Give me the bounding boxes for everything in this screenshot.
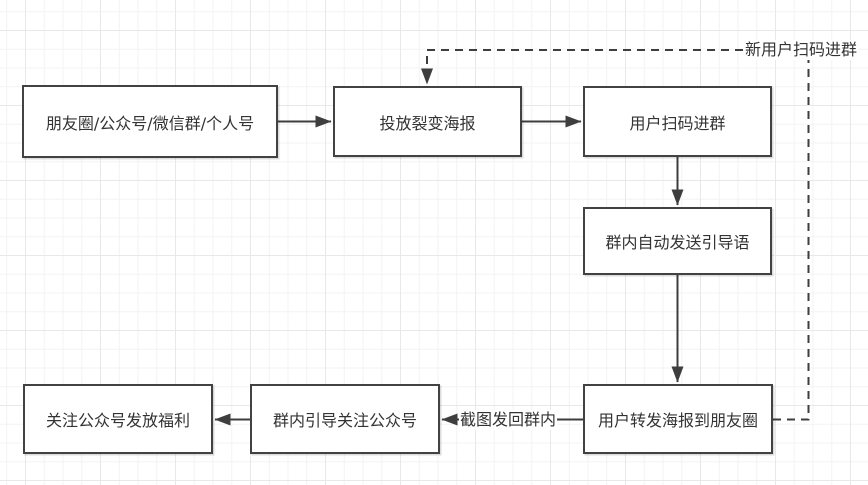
- edge-label-new-user-scan: 新用户扫码进群: [744, 40, 859, 60]
- flow-node-auto-guide: 群内自动发送引导语: [583, 207, 772, 275]
- flow-node-forward-poster: 用户转发海报到朋友圈: [583, 384, 773, 454]
- flow-node-scan-join: 用户扫码进群: [583, 86, 772, 157]
- edge-label-screenshot-back: 截图发回群内: [459, 410, 558, 430]
- flow-node-follow-reward: 关注公众号发放福利: [23, 384, 213, 454]
- flow-node-guide-follow: 群内引导关注公众号: [250, 384, 440, 454]
- dashed-return-line-right: [773, 60, 810, 421]
- flow-node-channels: 朋友圈/公众号/微信群/个人号: [22, 85, 278, 158]
- flow-node-post-poster: 投放裂变海报: [333, 86, 522, 157]
- dashed-return-line-top: [421, 49, 743, 85]
